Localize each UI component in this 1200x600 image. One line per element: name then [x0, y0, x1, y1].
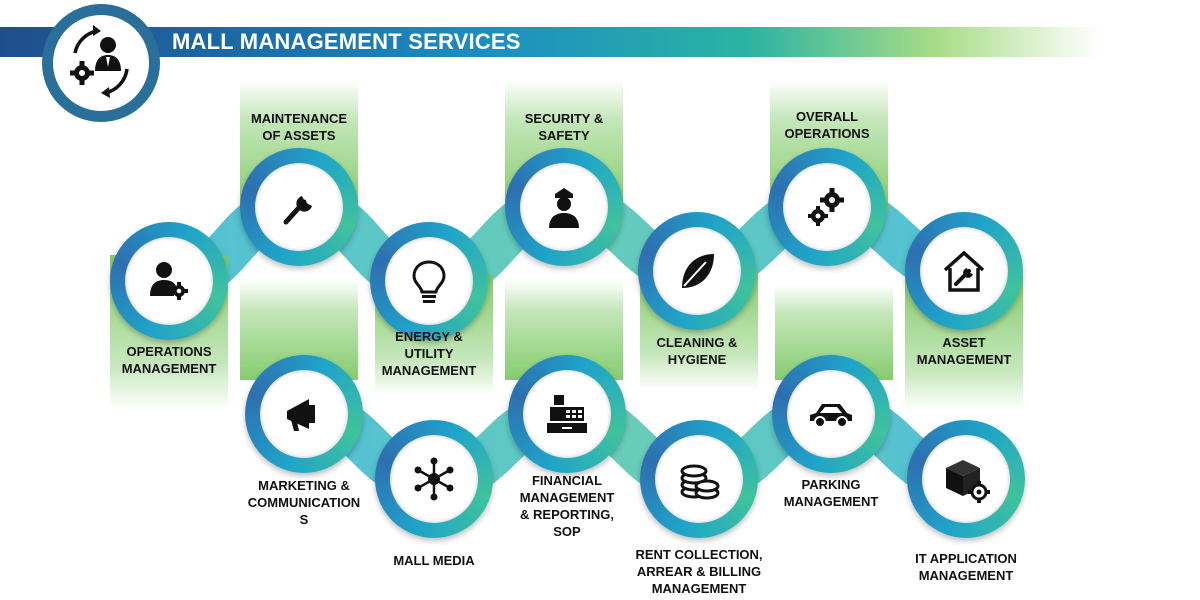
node-cleaning [638, 212, 756, 330]
node-itapp [907, 420, 1025, 538]
label-maintenance: MAINTENANCE OF ASSETS [224, 110, 374, 144]
label-line: ENERGY & UTILITY MANAGEMENT [381, 329, 477, 378]
node-mallmedia [375, 420, 493, 538]
label-operations: OPERATIONS MANAGEMENT [94, 343, 244, 377]
security-guard-icon [549, 188, 579, 228]
node-asset [905, 212, 1023, 330]
node-marketing [245, 355, 363, 473]
management-cycle-icon [70, 25, 129, 98]
label-rent: RENT COLLECTION, ARREAR & BILLING MANAGE… [624, 546, 774, 597]
megaphone-icon [287, 399, 315, 431]
label-energy: ENERGY & UTILITY MANAGEMENT [354, 328, 504, 379]
label-line: MAINTENANCE OF ASSETS [250, 111, 348, 143]
label-line: OVERALL OPERATIONS [784, 109, 870, 141]
label-cleaning: CLEANING & HYGIENE [622, 334, 772, 368]
node-security [505, 148, 623, 266]
lightbulb-icon [412, 260, 446, 303]
node-overall [768, 148, 886, 266]
house-wrench-icon [943, 250, 985, 292]
label-financial: FINANCIAL MANAGEMENT & REPORTING, SOP [492, 472, 642, 540]
node-operations [110, 222, 228, 340]
node-financial [508, 355, 626, 473]
label-line: CLEANING & HYGIENE [656, 335, 738, 367]
node-maintenance [240, 148, 358, 266]
box-gear-icon [946, 460, 990, 503]
label-line: MARKETING & COMMUNICATION S [247, 478, 361, 527]
gears-icon [808, 188, 844, 226]
label-overall: OVERALL OPERATIONS [752, 108, 902, 142]
label-line: FINANCIAL MANAGEMENT & REPORTING, SOP [519, 473, 615, 539]
label-marketing: MARKETING & COMMUNICATION S [229, 477, 379, 528]
label-line: MALL MEDIA [393, 553, 475, 568]
label-line: OPERATIONS MANAGEMENT [121, 344, 217, 376]
network-hub-icon [414, 457, 454, 501]
label-line: IT APPLICATION MANAGEMENT [915, 551, 1017, 583]
label-itapp: IT APPLICATION MANAGEMENT [891, 550, 1041, 584]
cash-register-icon [547, 395, 587, 433]
coins-icon [680, 464, 720, 500]
label-line: PARKING MANAGEMENT [783, 477, 879, 509]
label-line: SECURITY & SAFETY [524, 111, 604, 143]
header-bar [0, 27, 1100, 57]
logo [42, 4, 160, 122]
page-title: MALL MANAGEMENT SERVICES [172, 29, 521, 54]
user-gear-icon [150, 262, 188, 300]
leaf-icon [682, 254, 714, 288]
node-parking [772, 355, 890, 473]
wrench-icon [283, 196, 312, 225]
label-parking: PARKING MANAGEMENT [756, 476, 906, 510]
car-icon [810, 404, 852, 428]
node-rent [640, 420, 758, 538]
label-mallmedia: MALL MEDIA [359, 552, 509, 569]
label-security: SECURITY & SAFETY [489, 110, 639, 144]
label-line: RENT COLLECTION, ARREAR & BILLING MANAGE… [635, 547, 763, 596]
node-energy [370, 222, 488, 340]
label-line: ASSET MANAGEMENT [916, 335, 1012, 367]
label-asset: ASSET MANAGEMENT [889, 334, 1039, 368]
